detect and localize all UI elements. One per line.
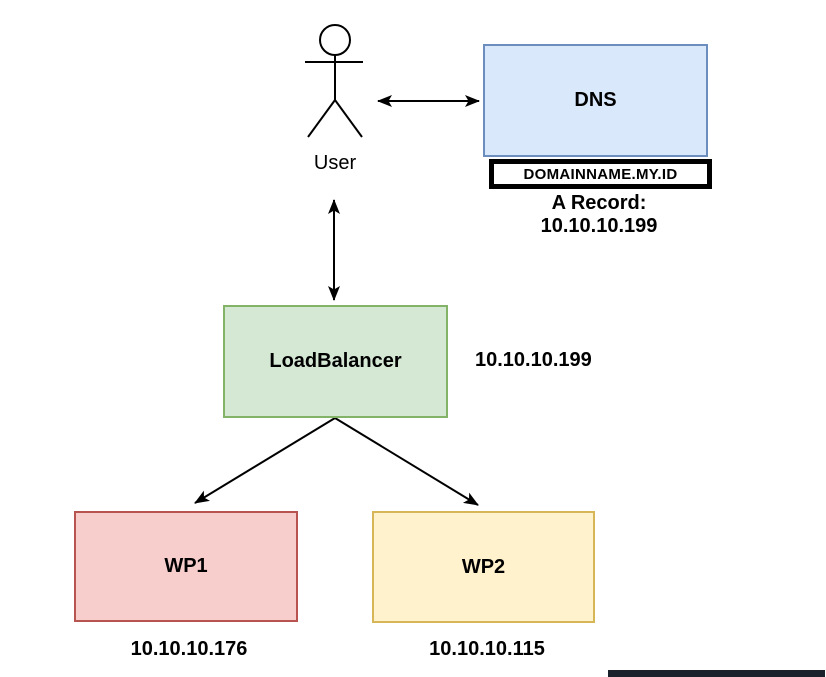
wp2-box: WP2 (372, 511, 595, 623)
loadbalancer-box: LoadBalancer (223, 305, 448, 418)
arrow-loadbalancer-wp1 (194, 417, 336, 504)
dns-a-record-annotation: A Record: 10.10.10.199 (487, 192, 711, 238)
redaction-bar (608, 670, 825, 677)
user-actor-icon (305, 24, 363, 138)
loadbalancer-box-label: LoadBalancer (269, 350, 402, 372)
wp1-ip-label: 10.10.10.176 (130, 638, 248, 660)
wp1-box-label: WP1 (164, 555, 208, 577)
user-actor-label: User (313, 152, 357, 174)
loadbalancer-ip-label: 10.10.10.199 (475, 349, 592, 371)
domain-name-box: DOMAINNAME.MY.ID (489, 159, 712, 189)
wp1-box: WP1 (74, 511, 298, 622)
a-record-ip: 10.10.10.199 (540, 215, 658, 237)
dns-box-label: DNS (574, 89, 617, 111)
a-record-title: A Record: (551, 192, 647, 214)
arrow-loadbalancer-wp2 (334, 417, 479, 506)
domain-name-label: DOMAINNAME.MY.ID (523, 165, 678, 183)
wp2-ip-label: 10.10.10.115 (429, 638, 545, 660)
wp2-box-label: WP2 (461, 555, 506, 578)
dns-box: DNS (483, 44, 708, 157)
